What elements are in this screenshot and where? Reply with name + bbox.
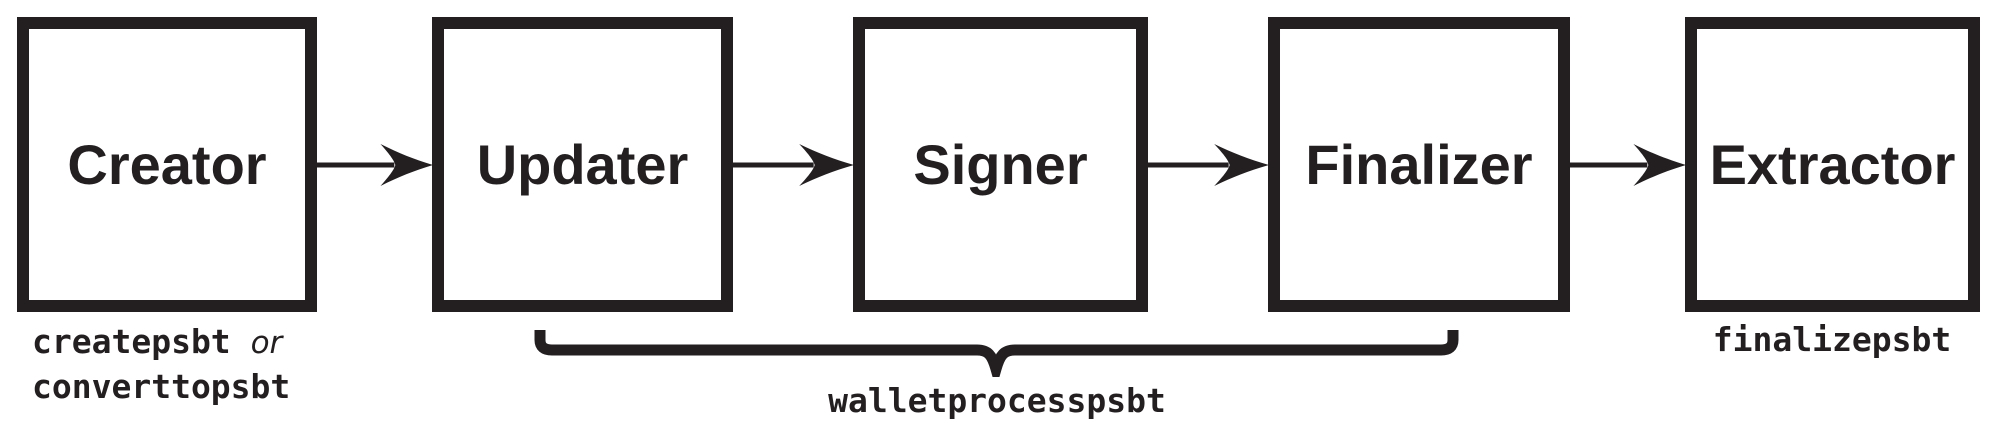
wallet-group-annotation: walletprocesspsbt bbox=[828, 381, 1166, 420]
extractor-annotation: finalizepsbt bbox=[1712, 320, 1952, 359]
arrow-right-icon-signer-to-finalizer bbox=[1146, 144, 1269, 186]
flow-box-creator-label: Creator bbox=[67, 133, 267, 196]
flow-box-updater-label: Updater bbox=[476, 133, 689, 196]
curly-brace-group-icon bbox=[534, 330, 1459, 377]
arrow-right-icon-updater-to-signer bbox=[731, 144, 854, 186]
creator-command-2: converttopsbt bbox=[32, 367, 291, 406]
flow-box-signer-label: Signer bbox=[913, 133, 1088, 196]
arrow-right-icon-creator-to-updater bbox=[315, 144, 434, 186]
creator-command-1: createpsbt bbox=[32, 322, 231, 361]
creator-annotation-line1: createpsbt or bbox=[32, 320, 290, 365]
arrow-right-icon-finalizer-to-extractor bbox=[1568, 144, 1687, 186]
flow-box-finalizer: Finalizer bbox=[1268, 17, 1570, 312]
flow-box-finalizer-label: Finalizer bbox=[1305, 133, 1533, 196]
flow-box-extractor: Extractor bbox=[1685, 17, 1980, 312]
flow-box-updater: Updater bbox=[432, 17, 733, 312]
flow-box-extractor-label: Extractor bbox=[1709, 133, 1956, 196]
creator-annotation-conjunction: or bbox=[250, 325, 283, 361]
creator-annotation: createpsbt or converttopsbt bbox=[32, 320, 290, 409]
creator-annotation-line2: converttopsbt bbox=[32, 365, 290, 409]
flow-box-creator: Creator bbox=[17, 17, 317, 312]
flow-box-signer: Signer bbox=[853, 17, 1148, 312]
